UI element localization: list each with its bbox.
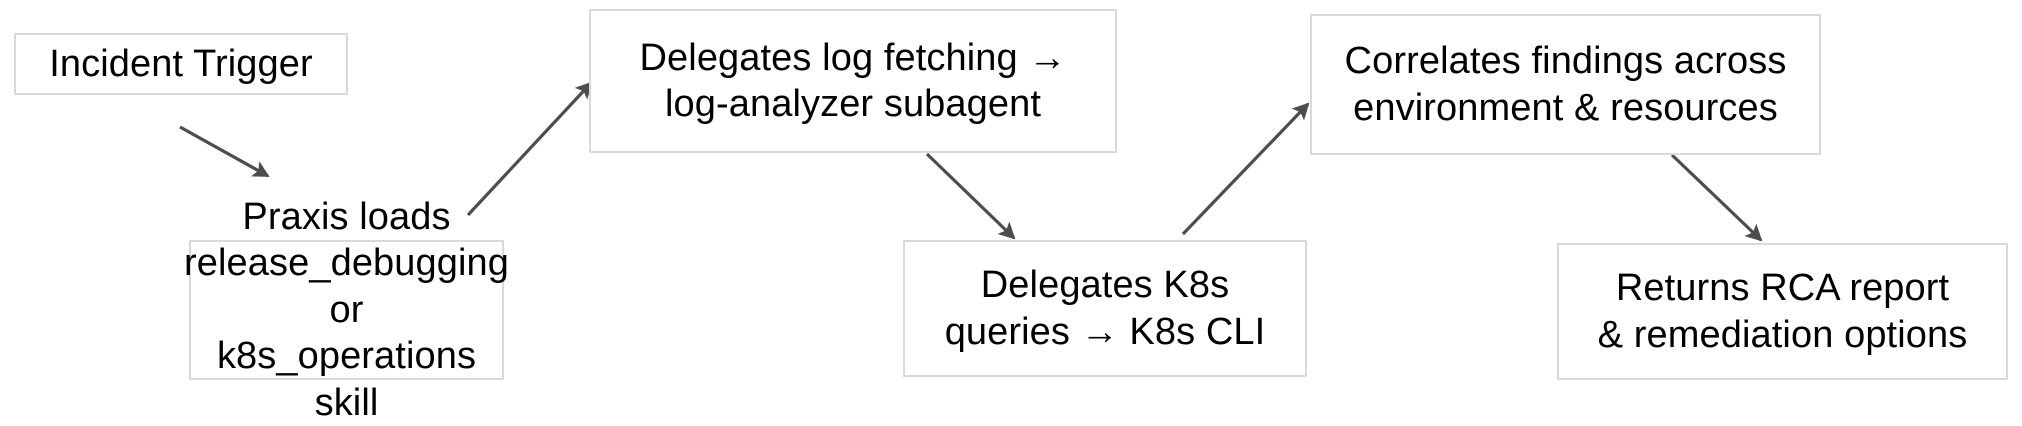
node-praxis-loads-skill[interactable]: Praxis loads release_debugging or k8s_op… [184,196,509,424]
node-returns-rca-report[interactable]: Returns RCA report & remediation options [1557,243,2008,380]
node-delegates-k8s-queries[interactable]: Delegates K8s queries → K8s CLI [903,240,1307,377]
node-delegates-log-fetching[interactable]: Delegates log fetching → log-analyzer su… [589,9,1117,153]
node-incident-trigger[interactable]: Incident Trigger [14,33,348,95]
edge-k8s-to-correlates [1181,102,1310,236]
edge-log-fetching-to-k8s [925,152,1016,240]
edge-trigger-to-praxis [179,125,270,178]
edge-correlates-to-rca [1670,153,1763,242]
node-correlates-findings[interactable]: Correlates findings across environment &… [1310,14,1821,155]
